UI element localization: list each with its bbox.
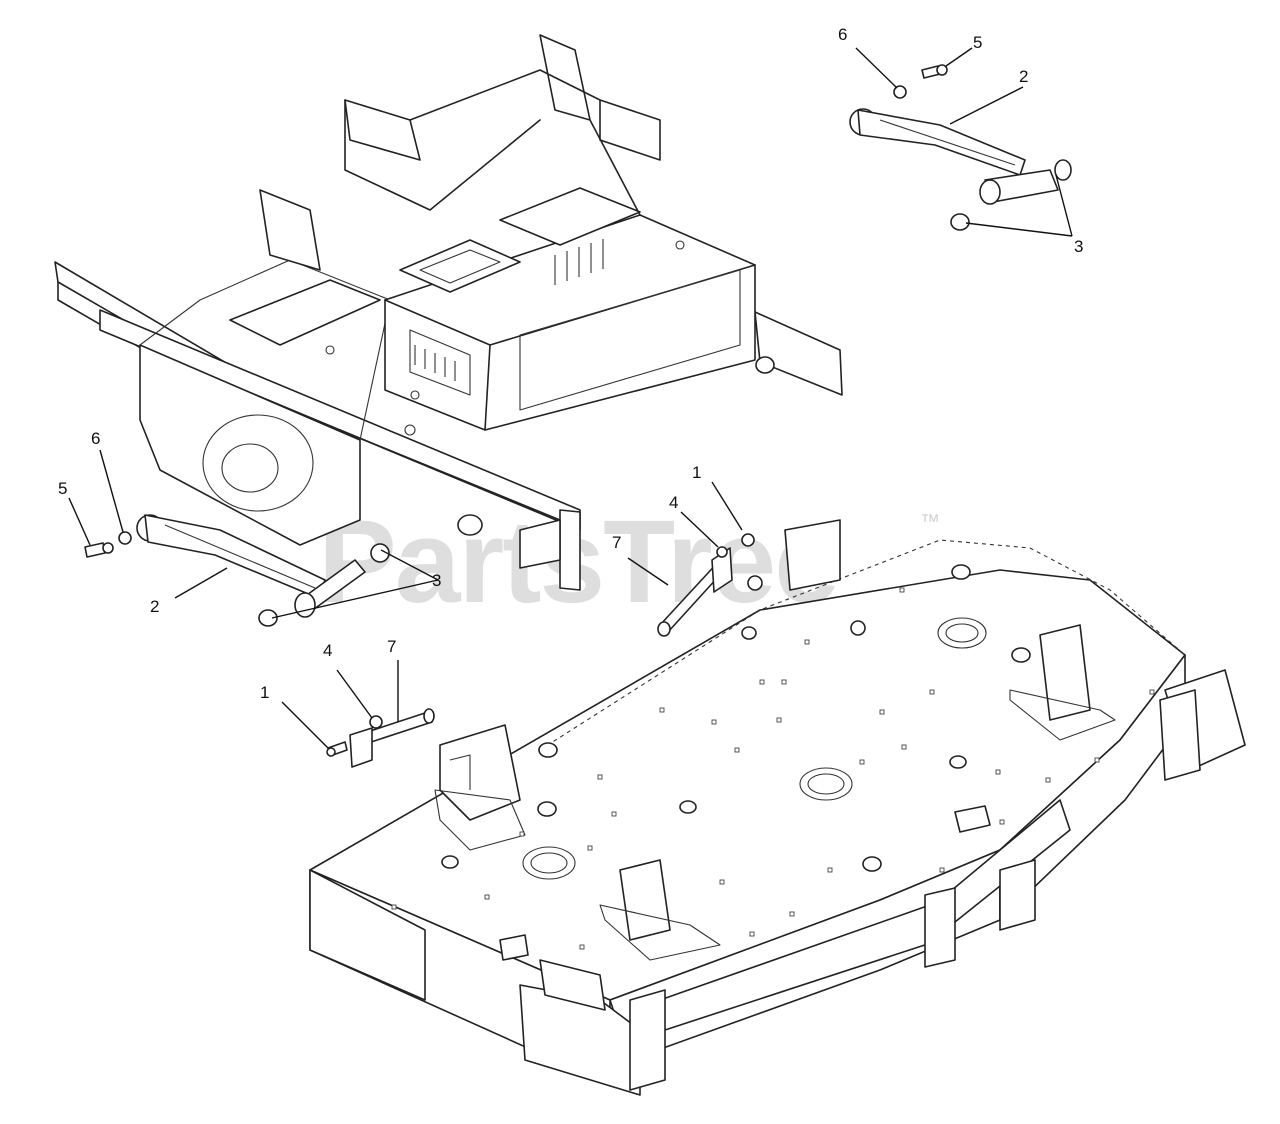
- callout-1-right: 1: [692, 463, 701, 482]
- mower-deck: [309, 519, 1246, 1096]
- lift-arm-top: [849, 64, 1072, 231]
- callout-2-left: 2: [150, 597, 159, 616]
- callout-3-left: 3: [432, 571, 441, 590]
- leader-lines: [68, 47, 1073, 749]
- lift-arm-left: [84, 514, 390, 627]
- callout-6-top: 6: [838, 25, 847, 44]
- callout-7-right: 7: [612, 533, 621, 552]
- callout-4-right: 4: [669, 493, 678, 512]
- callout-2-top: 2: [1019, 67, 1028, 86]
- callout-1-left: 1: [260, 683, 269, 702]
- deck-holes: [391, 587, 1155, 950]
- watermark-trademark: ™: [920, 511, 940, 533]
- callout-5-top: 5: [973, 33, 982, 52]
- callout-3-top: 3: [1074, 237, 1083, 256]
- mower-frame: [54, 34, 843, 591]
- callout-labels: 6 5 2 3 6 5 2 3 1 4 7 4 7 1: [58, 25, 1083, 702]
- pin-set-left: [326, 708, 435, 768]
- callout-4-left: 4: [323, 641, 332, 660]
- callout-5-left: 5: [58, 479, 67, 498]
- callout-6-left: 6: [91, 429, 100, 448]
- callout-7-left: 7: [387, 637, 396, 656]
- pin-set-right: [657, 533, 763, 637]
